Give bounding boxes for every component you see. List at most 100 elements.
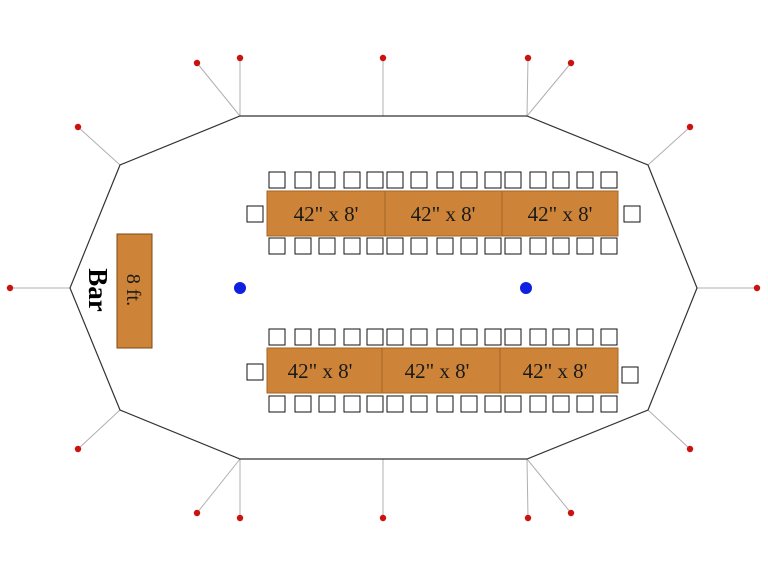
- chair: [552, 237, 570, 255]
- chair: [621, 366, 639, 384]
- guy-line: [526, 458, 529, 519]
- chair: [366, 395, 384, 413]
- tent-stake: [6, 284, 14, 292]
- table-row-top: 42" x 8' 42" x 8' 42" x 8': [266, 190, 619, 237]
- chair: [366, 171, 384, 189]
- chair: [410, 395, 428, 413]
- chair: [318, 328, 336, 346]
- guy-line: [196, 62, 241, 117]
- guy-line: [77, 126, 121, 166]
- table-row-bottom: 42" x 8' 42" x 8' 42" x 8': [266, 347, 619, 394]
- tent-stake: [236, 54, 244, 62]
- chair: [576, 395, 594, 413]
- chair: [294, 395, 312, 413]
- chair: [410, 171, 428, 189]
- chair: [410, 237, 428, 255]
- tent-stake: [524, 54, 532, 62]
- chair: [268, 395, 286, 413]
- tent-stake: [193, 509, 201, 517]
- tent-stake: [193, 59, 201, 67]
- table-label: 42" x 8': [528, 202, 593, 226]
- chair: [484, 171, 502, 189]
- chair: [436, 171, 454, 189]
- chair: [343, 395, 361, 413]
- table-label: 42" x 8': [411, 202, 476, 226]
- chair: [460, 237, 478, 255]
- tent-stake: [236, 514, 244, 522]
- chair: [268, 328, 286, 346]
- guy-line: [526, 62, 572, 117]
- guy-line: [647, 409, 691, 450]
- chair: [460, 328, 478, 346]
- chair: [436, 328, 454, 346]
- chair: [529, 328, 547, 346]
- chair: [268, 237, 286, 255]
- chair: [576, 171, 594, 189]
- chair: [552, 328, 570, 346]
- tent-stake: [686, 445, 694, 453]
- tent-pole-right: [520, 282, 532, 294]
- table-label: 42" x 8': [294, 202, 359, 226]
- table-top-1: 42" x 8': [266, 190, 386, 237]
- bar-counter: [116, 233, 153, 349]
- chair: [294, 237, 312, 255]
- table-bottom-1: 42" x 8': [266, 347, 383, 394]
- table-bottom-2: 42" x 8': [381, 347, 501, 394]
- chair: [600, 237, 618, 255]
- guy-line: [526, 57, 529, 117]
- table-label: 42" x 8': [405, 359, 470, 383]
- bar: 8 ft. Bar: [83, 233, 153, 349]
- chair: [366, 328, 384, 346]
- tent-pole-left: [234, 282, 246, 294]
- chair: [410, 328, 428, 346]
- chair: [529, 395, 547, 413]
- tent-stake: [524, 514, 532, 522]
- chair: [343, 237, 361, 255]
- chair: [268, 171, 286, 189]
- chair: [504, 395, 522, 413]
- guy-line: [647, 126, 691, 166]
- tent-stake: [567, 59, 575, 67]
- chair: [529, 171, 547, 189]
- tent-stake: [379, 54, 387, 62]
- chairs: [246, 171, 641, 413]
- chair: [576, 237, 594, 255]
- table-bottom-3: 42" x 8': [499, 347, 619, 394]
- chair: [576, 328, 594, 346]
- chair: [343, 328, 361, 346]
- chair: [436, 237, 454, 255]
- tent-stake: [567, 509, 575, 517]
- bar-size-label: 8 ft.: [122, 274, 144, 306]
- chair: [529, 237, 547, 255]
- chair: [294, 171, 312, 189]
- chair: [318, 395, 336, 413]
- table-top-2: 42" x 8': [384, 190, 503, 237]
- tent-stake: [686, 123, 694, 131]
- chair: [294, 328, 312, 346]
- chair: [318, 237, 336, 255]
- chair: [504, 328, 522, 346]
- chair: [623, 205, 641, 223]
- chair: [460, 395, 478, 413]
- chair: [246, 205, 264, 223]
- chair: [552, 171, 570, 189]
- guy-line: [196, 458, 241, 514]
- tent-stake: [74, 445, 82, 453]
- chair: [436, 395, 454, 413]
- chair: [600, 395, 618, 413]
- chair: [366, 237, 384, 255]
- chair: [318, 171, 336, 189]
- tent-outline: [69, 115, 698, 460]
- chair: [386, 237, 404, 255]
- chair: [484, 237, 502, 255]
- chair: [386, 328, 404, 346]
- tent-stake: [379, 514, 387, 522]
- chair: [552, 395, 570, 413]
- guy-line: [526, 458, 572, 514]
- chair: [600, 171, 618, 189]
- guy-lines: [10, 57, 757, 519]
- chair: [504, 237, 522, 255]
- chair: [484, 328, 502, 346]
- guy-line: [77, 409, 121, 450]
